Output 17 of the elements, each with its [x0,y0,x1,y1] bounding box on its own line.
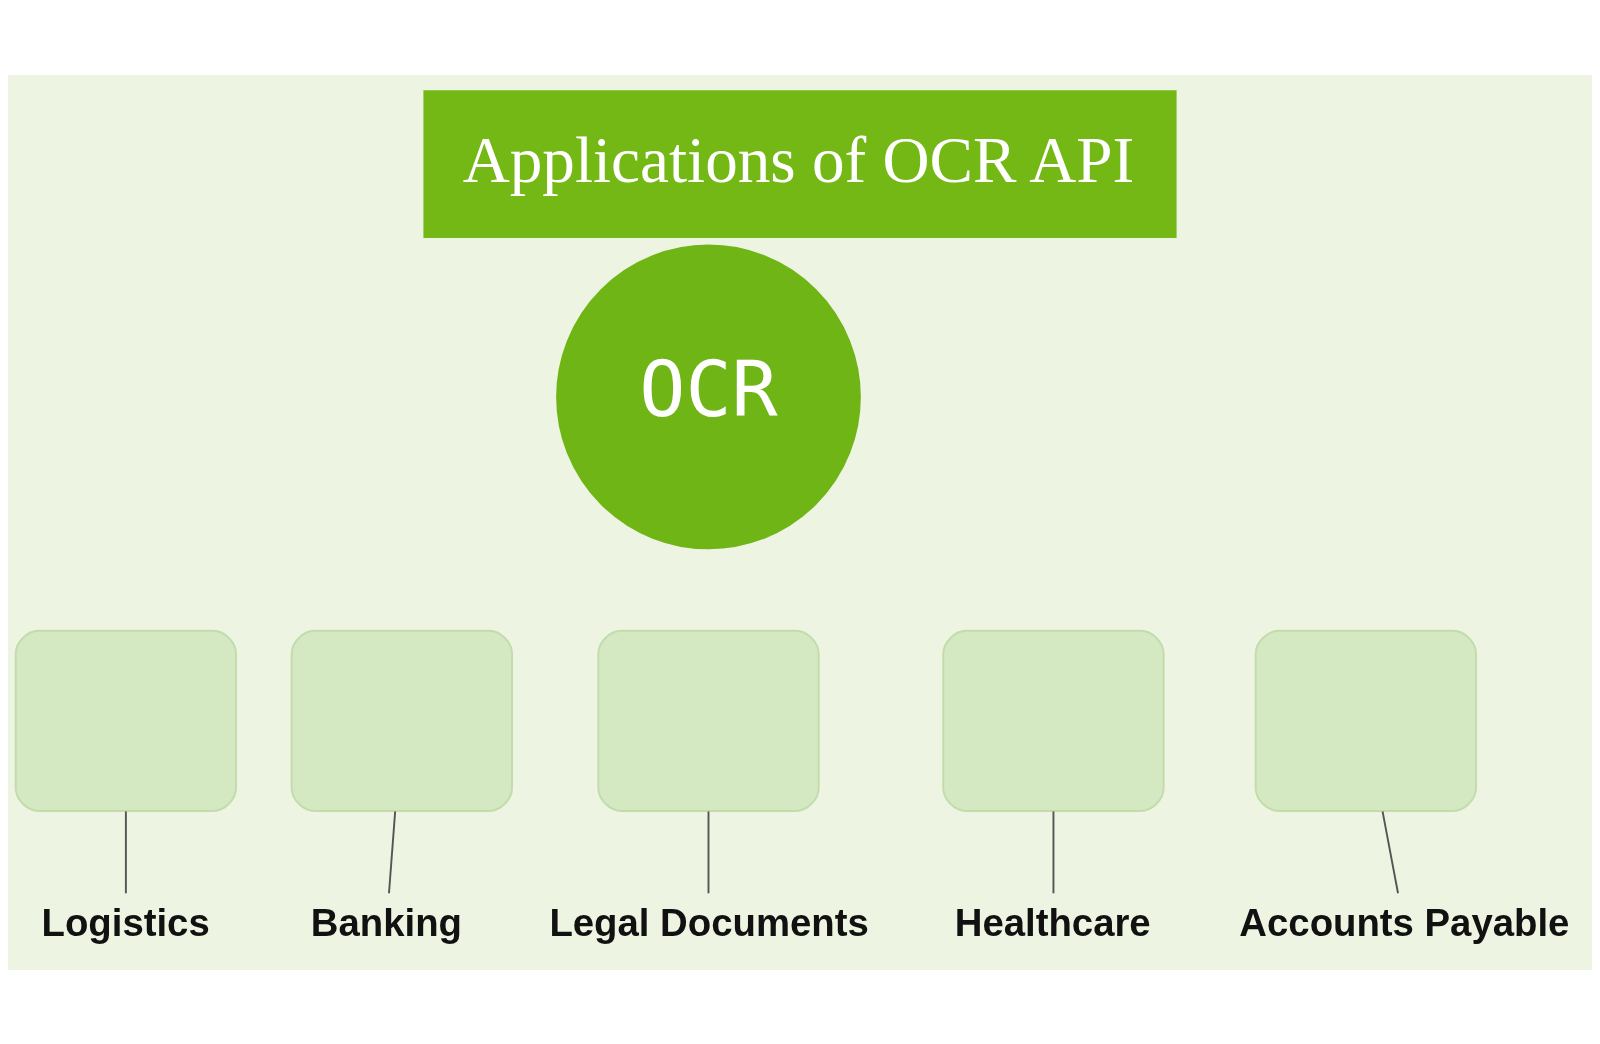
node-box [290,629,513,812]
node-circle: OCR [556,244,861,549]
node-box [942,629,1165,812]
node-text: Banking [310,900,462,943]
node-text: Logistics [41,900,210,943]
diagram-title: Applications of OCR API [462,123,1135,196]
connector [124,810,127,894]
node-box [597,629,820,812]
node-box [1254,629,1477,812]
node-text: Legal Documents [549,900,869,943]
node-text: Healthcare [954,900,1151,943]
connector [388,810,397,894]
connector [707,810,710,894]
connector [1381,810,1399,894]
connector [1052,810,1055,894]
node-box [14,629,238,812]
node-text: Accounts Payable [1239,900,1570,943]
